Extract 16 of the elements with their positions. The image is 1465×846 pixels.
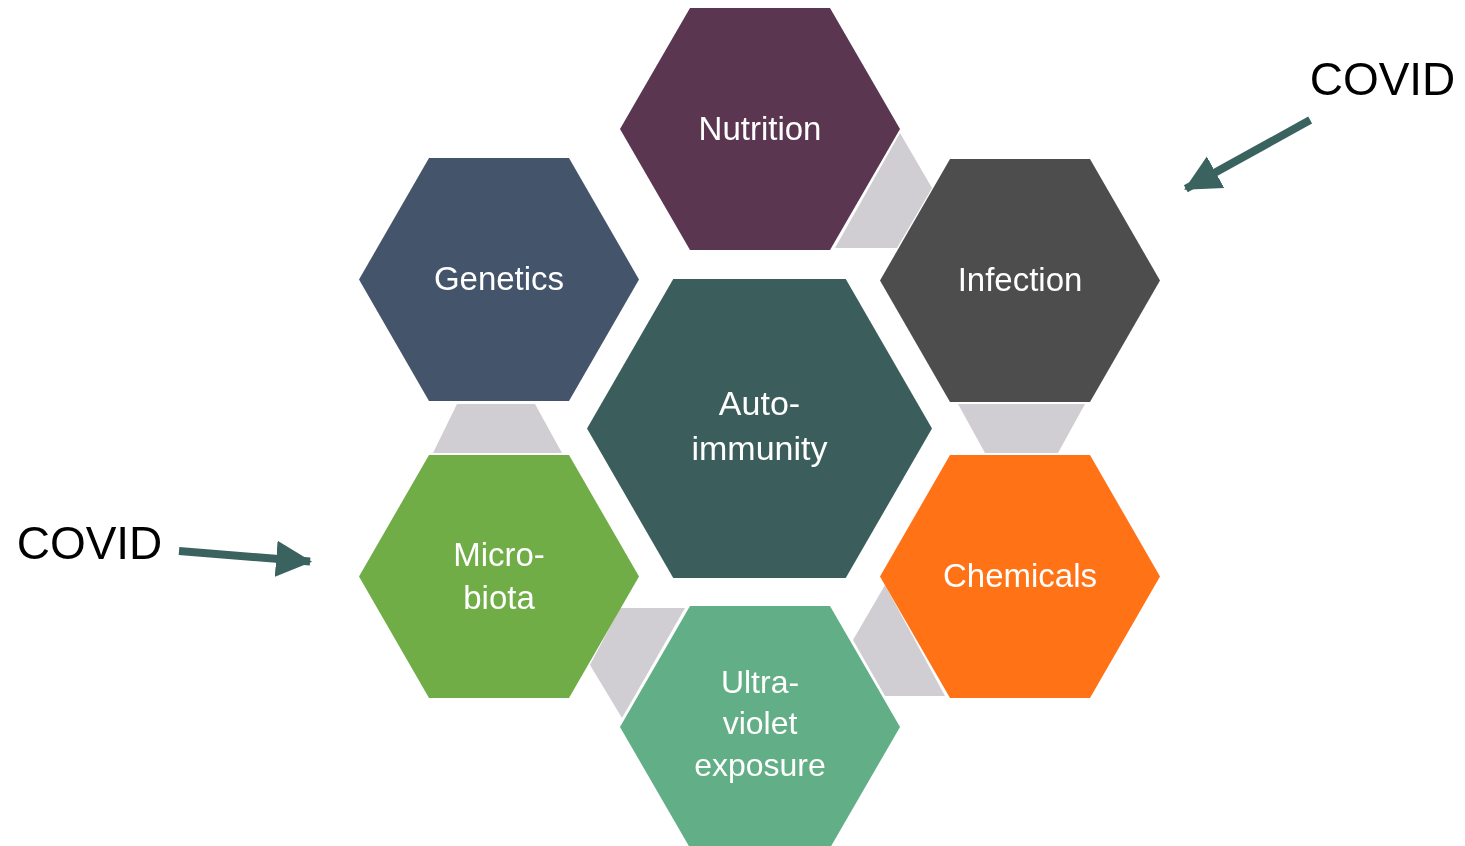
- label: COVID: [16, 516, 163, 572]
- hexagon-label: Ultra- violet exposure: [693, 662, 827, 785]
- hexagon-label: Nutrition: [698, 108, 822, 149]
- label: COVID: [1309, 52, 1456, 108]
- arrow: [1183, 116, 1313, 193]
- connector-band: [433, 404, 562, 453]
- hexagon-label: Infection: [957, 260, 1083, 301]
- hexagon-label: Micro- biota: [452, 534, 546, 618]
- arrow: [178, 540, 313, 577]
- hexagon-label: Chemicals: [942, 556, 1097, 597]
- connector-band: [958, 404, 1085, 453]
- connector-band: [590, 608, 685, 718]
- hexagon-label: Genetics: [433, 259, 565, 300]
- connector-band: [853, 585, 945, 696]
- hexagon-label: Auto- immunity: [690, 383, 829, 469]
- connector-band: [835, 133, 932, 248]
